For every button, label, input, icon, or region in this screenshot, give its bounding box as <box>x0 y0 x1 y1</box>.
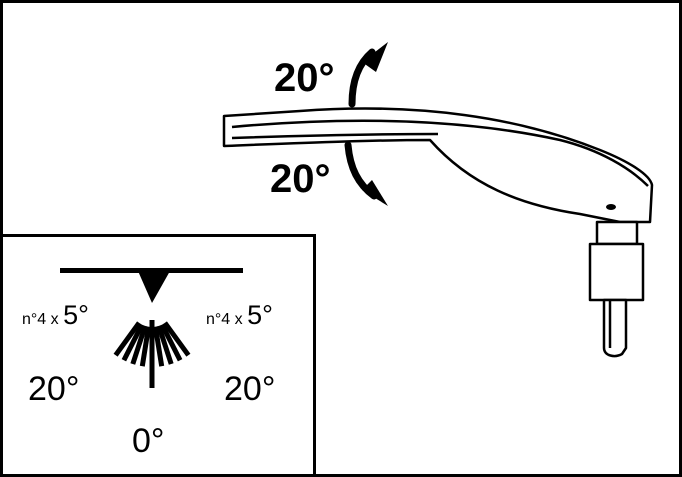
right-limit-label: 20° <box>224 370 275 408</box>
fan-tick-left-3 <box>121 323 145 362</box>
tilt-arrows <box>344 42 388 206</box>
left-step-value: 5° <box>63 300 89 330</box>
lamp-screw <box>606 204 616 210</box>
right-step-label: n°4 x 5° <box>206 300 273 330</box>
right-step-value: 5° <box>247 300 273 330</box>
lamp-pole <box>602 298 628 358</box>
fan-diagram <box>60 268 243 388</box>
fan-tick-left-2 <box>130 325 148 365</box>
lamp-head-contour-bottom <box>231 132 439 140</box>
fan-ticks <box>113 320 191 388</box>
center-value-label: 0° <box>132 422 165 460</box>
fan-tick-left-4 <box>113 321 142 357</box>
fan-tick-left-1 <box>139 326 152 367</box>
lamp-head-contour-top <box>231 119 649 187</box>
left-limit-label: 20° <box>28 370 79 408</box>
right-step-prefix: n°4 x <box>206 311 247 328</box>
tilt-up-label: 20° <box>274 56 335 100</box>
fan-tick-right-4 <box>162 321 191 357</box>
inset-box <box>0 234 316 477</box>
arrow-down-head-icon <box>362 180 388 206</box>
street-lamp <box>222 107 654 358</box>
lamp-collar <box>595 220 639 246</box>
lamp-coupling <box>588 242 645 302</box>
fan-tick-right-2 <box>156 325 174 365</box>
mount-triangle-icon <box>138 271 170 303</box>
left-step-prefix: n°4 x <box>22 311 63 328</box>
left-step-label: n°4 x 5° <box>22 300 89 330</box>
arrow-up-icon <box>348 48 376 108</box>
tilt-down-label: 20° <box>270 157 331 201</box>
fan-tick-right-3 <box>159 323 183 362</box>
fan-tick-right-1 <box>152 326 165 367</box>
arrow-up-head-icon <box>362 42 388 72</box>
